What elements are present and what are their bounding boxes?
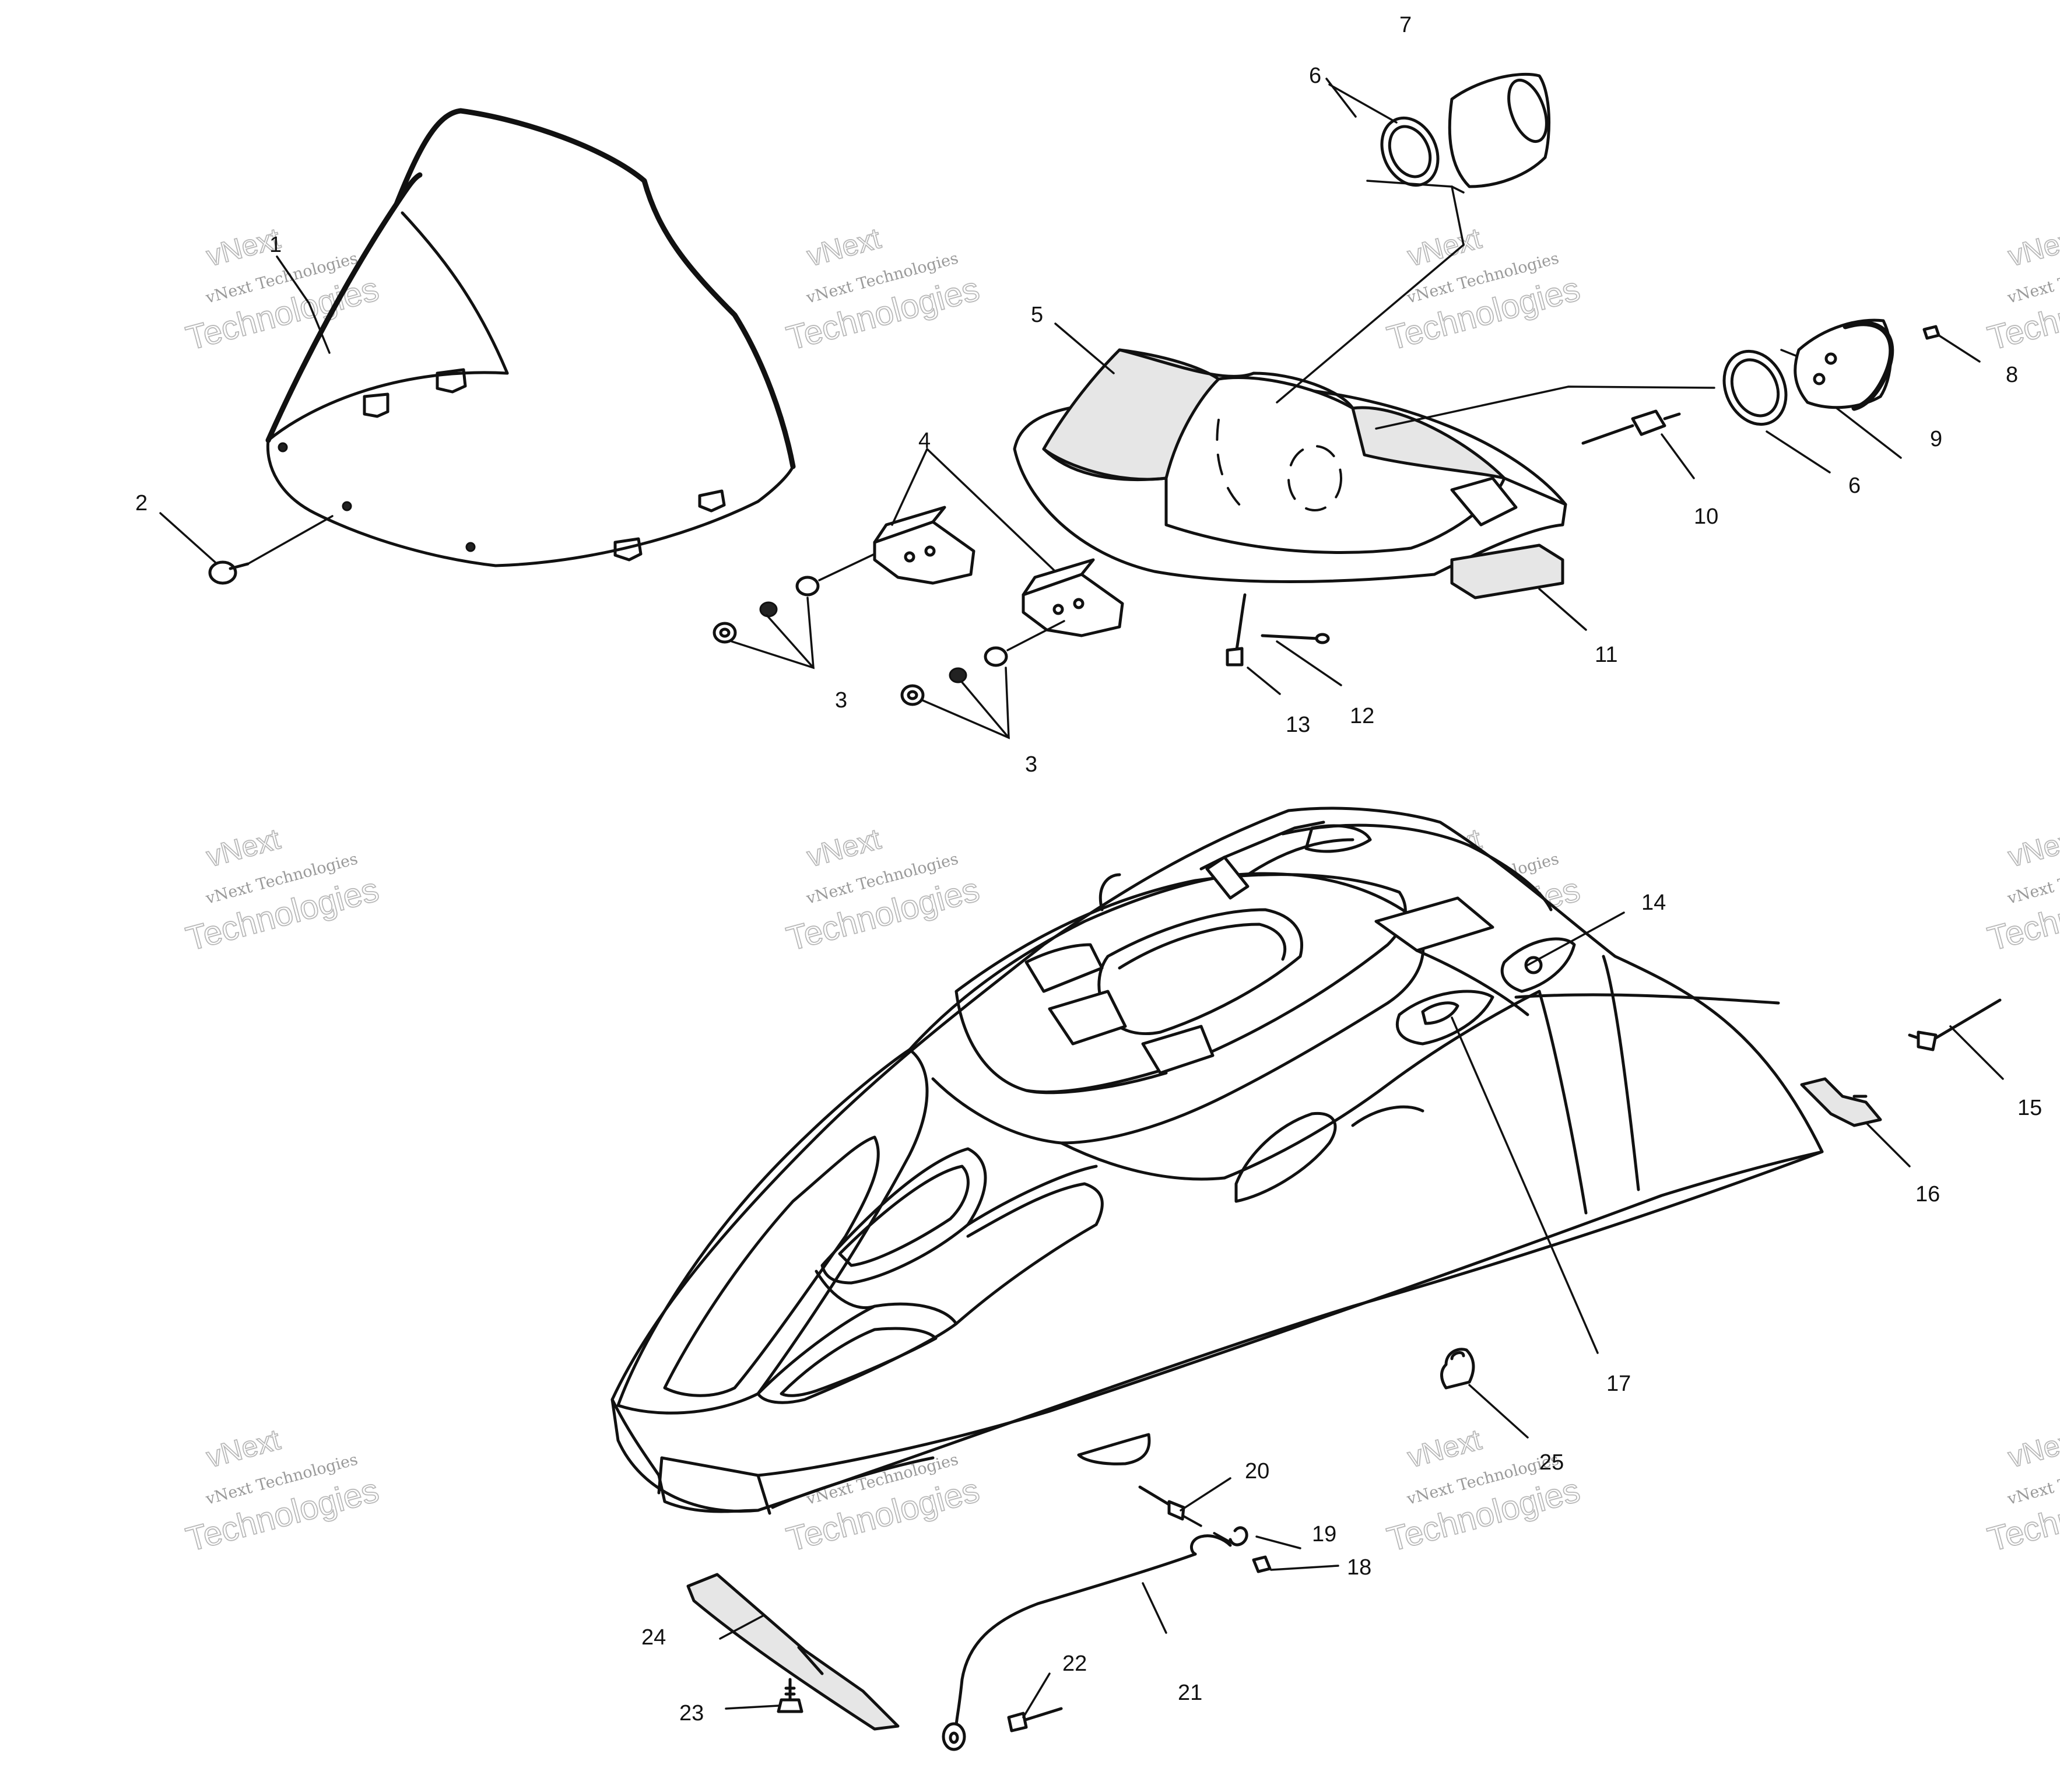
watermark-brand: vNext: [203, 1423, 283, 1474]
callout-12: 12: [1350, 704, 1374, 728]
callout-1: 1: [269, 233, 282, 257]
deflector: [686, 1573, 900, 1731]
callout-16: 16: [1915, 1182, 1940, 1207]
callout-20: 20: [1245, 1459, 1269, 1484]
pushpin: [1908, 998, 2002, 1051]
callout-13: 13: [1286, 713, 1310, 737]
hardware-set-lower: [900, 620, 1065, 706]
hood-clip: [1440, 1348, 1475, 1390]
harness: [1581, 409, 1695, 479]
hood: [610, 806, 1824, 1515]
upper-gauge: [1276, 72, 1551, 404]
callout-7: 7: [1399, 13, 1412, 37]
wire-lead: [1226, 593, 1247, 667]
callout-22: 22: [1062, 1651, 1087, 1676]
callout-24: 24: [641, 1625, 666, 1650]
callout-3: 3: [835, 688, 847, 713]
watermark-brand: vNext: [803, 822, 884, 873]
callout-10: 10: [1694, 504, 1718, 529]
watermark-brand: vNext: [1404, 222, 1485, 272]
callout-19: 19: [1312, 1522, 1336, 1546]
callout-17: 17: [1606, 1372, 1631, 1396]
cable-assembly: [942, 1485, 1272, 1751]
callout-11: 11: [1595, 643, 1617, 667]
mount-plate: [1800, 1077, 1882, 1127]
watermark-brand: vNext: [203, 822, 283, 873]
callout-2: 2: [135, 491, 148, 515]
console: [1013, 348, 1567, 583]
callout-15: 15: [2017, 1096, 2042, 1120]
watermark-brand: vNext: [2005, 1423, 2060, 1474]
callout-18: 18: [1347, 1555, 1371, 1580]
watermark-brand: vNext: [803, 222, 884, 272]
deflector-screw: [777, 1678, 803, 1713]
hardware-set-upper: [713, 553, 876, 644]
callout-8: 8: [2006, 363, 2018, 387]
pin: [1261, 633, 1330, 644]
leader-lines: [159, 78, 2004, 1719]
callout-4: 4: [918, 429, 931, 453]
callout-9: 9: [1930, 427, 1942, 451]
callout-6: 6: [1309, 64, 1321, 88]
callout-23: 23: [679, 1701, 704, 1726]
watermark-brand: vNext: [1404, 1423, 1485, 1474]
callout-6: 6: [1848, 474, 1861, 498]
foam-pad: [1450, 543, 1564, 599]
right-gauge: [1375, 318, 1940, 430]
callout-25: 25: [1539, 1450, 1564, 1475]
watermark-brand: vNext: [2005, 222, 2060, 272]
callout-3: 3: [1025, 752, 1037, 777]
callout-14: 14: [1641, 890, 1666, 915]
callout-labels: 1 2 3 3 4 5 6 6 7 8 9 10 11 12 13 14 15 …: [135, 13, 2042, 1726]
callout-21: 21: [1178, 1681, 1202, 1705]
windshield: [265, 108, 796, 567]
watermark-brand: vNext: [2005, 822, 2060, 873]
windshield-brackets: [873, 506, 1124, 637]
windshield-screw: [208, 515, 334, 585]
callout-5: 5: [1031, 303, 1043, 327]
